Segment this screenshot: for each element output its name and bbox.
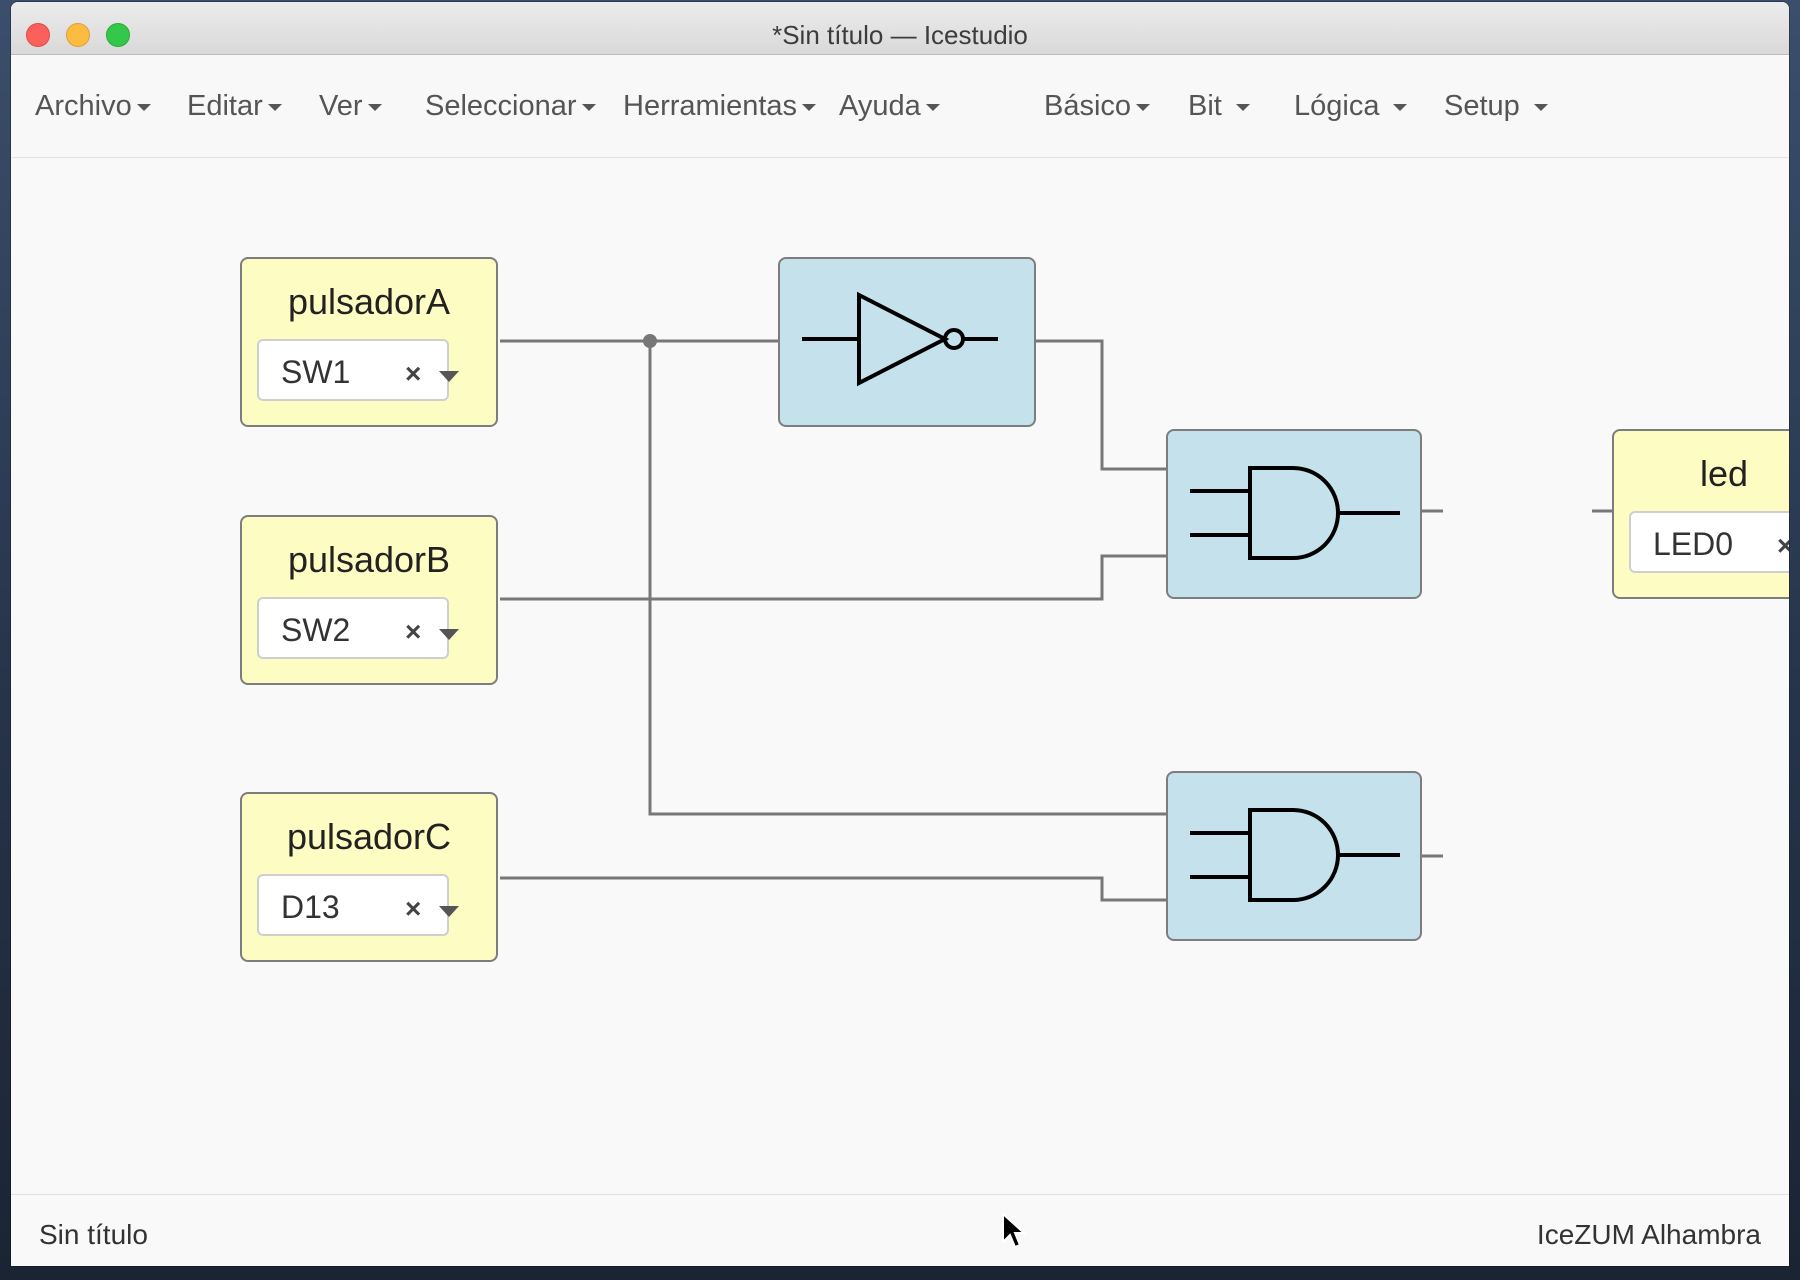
title-bar: *Sin título — Icestudio <box>11 2 1789 55</box>
caret-down-icon <box>1235 103 1250 111</box>
caret-down-icon <box>367 103 382 111</box>
menu-bit[interactable]: Bit <box>1188 90 1250 123</box>
menu-logica[interactable]: Lógica <box>1294 90 1408 123</box>
and-gate-icon <box>1190 466 1400 560</box>
caret-down-icon <box>267 103 282 111</box>
menu-ayuda[interactable]: Ayuda <box>839 90 940 123</box>
pin-value: D13 <box>281 889 340 925</box>
caret-down-icon <box>581 103 596 111</box>
input-block-pulsadorC[interactable]: pulsadorC D13 × <box>240 792 498 962</box>
clear-icon[interactable]: × <box>405 358 422 389</box>
caret-down-icon <box>136 103 151 111</box>
dropdown-arrow-icon[interactable] <box>439 906 459 917</box>
caret-down-icon <box>1393 103 1408 111</box>
pin-value: LED0 <box>1653 526 1734 562</box>
and-gate-block-2[interactable] <box>1166 771 1422 941</box>
output-block-led[interactable]: led LED0 × <box>1612 429 1789 599</box>
and-gate-icon <box>1190 808 1400 902</box>
caret-down-icon <box>1533 103 1548 111</box>
not-gate-block[interactable] <box>778 257 1036 427</box>
block-label: pulsadorC <box>286 816 452 857</box>
menu-ver[interactable]: Ver <box>319 90 382 123</box>
wire-a-to-and2[interactable] <box>648 341 1166 816</box>
clear-icon[interactable]: × <box>405 893 422 924</box>
menu-seleccionar-label: Seleccionar <box>425 90 577 122</box>
menu-basico-label: Básico <box>1044 90 1132 122</box>
menu-archivo-label: Archivo <box>35 90 132 122</box>
menu-basico[interactable]: Básico <box>1044 90 1151 123</box>
mouse-pointer-icon <box>1002 1212 1027 1249</box>
wire-c-to-and2[interactable] <box>500 876 1166 902</box>
block-label: pulsadorA <box>287 281 451 322</box>
caret-down-icon <box>802 103 817 111</box>
pin-value: SW2 <box>281 612 351 648</box>
input-block-pulsadorB[interactable]: pulsadorB SW2 × <box>240 515 498 685</box>
menu-setup-label: Setup <box>1444 90 1520 122</box>
menu-archivo[interactable]: Archivo <box>35 90 151 123</box>
maximize-window-button[interactable] <box>106 23 130 47</box>
close-window-button[interactable] <box>26 23 50 47</box>
menu-setup[interactable]: Setup <box>1444 90 1548 123</box>
menu-seleccionar[interactable]: Seleccionar <box>425 90 596 123</box>
dropdown-arrow-icon[interactable] <box>439 371 459 382</box>
not-gate-icon <box>802 291 998 387</box>
pin-select[interactable]: D13 × <box>257 874 459 936</box>
block-label: led <box>1699 453 1748 494</box>
caret-down-icon <box>1136 103 1151 111</box>
menu-herramientas[interactable]: Herramientas <box>623 90 817 123</box>
wire-not-to-and1[interactable] <box>1036 339 1166 471</box>
wire-junction <box>643 334 657 348</box>
wires <box>500 334 1612 902</box>
pin-select[interactable]: SW1 × <box>257 339 459 401</box>
app-window: *Sin título — Icestudio Archivo Editar V… <box>11 2 1789 1266</box>
clear-icon[interactable]: × <box>1777 530 1789 561</box>
clear-icon[interactable]: × <box>405 616 422 647</box>
minimize-window-button[interactable] <box>66 23 90 47</box>
window-title: *Sin título — Icestudio <box>772 20 1028 50</box>
menu-logica-label: Lógica <box>1294 90 1380 122</box>
menu-ayuda-label: Ayuda <box>839 90 921 122</box>
caret-down-icon <box>925 103 940 111</box>
menu-ver-label: Ver <box>319 90 363 122</box>
block-label: pulsadorB <box>287 539 451 580</box>
input-block-pulsadorA[interactable]: pulsadorA SW1 × <box>240 257 498 427</box>
status-board[interactable]: IceZUM Alhambra <box>1536 1219 1761 1250</box>
pin-select[interactable]: SW2 × <box>257 597 459 659</box>
menu-editar[interactable]: Editar <box>187 90 282 123</box>
menu-bar: Archivo Editar Ver Seleccionar Herramien… <box>11 55 1789 158</box>
dropdown-arrow-icon[interactable] <box>439 629 459 640</box>
pin-select[interactable]: LED0 × <box>1629 511 1789 573</box>
status-bar: Sin título IceZUM Alhambra <box>11 1194 1789 1266</box>
design-canvas[interactable]: pulsadorA SW1 × pulsadorB SW2 × pulsador… <box>11 158 1789 1193</box>
wire-b-to-and1[interactable] <box>500 554 1166 601</box>
menu-bit-label: Bit <box>1188 90 1222 122</box>
status-filename: Sin título <box>39 1219 148 1250</box>
and-gate-block-1[interactable] <box>1166 429 1422 599</box>
pin-value: SW1 <box>281 354 351 390</box>
menu-editar-label: Editar <box>187 90 263 122</box>
menu-herramientas-label: Herramientas <box>623 90 798 122</box>
